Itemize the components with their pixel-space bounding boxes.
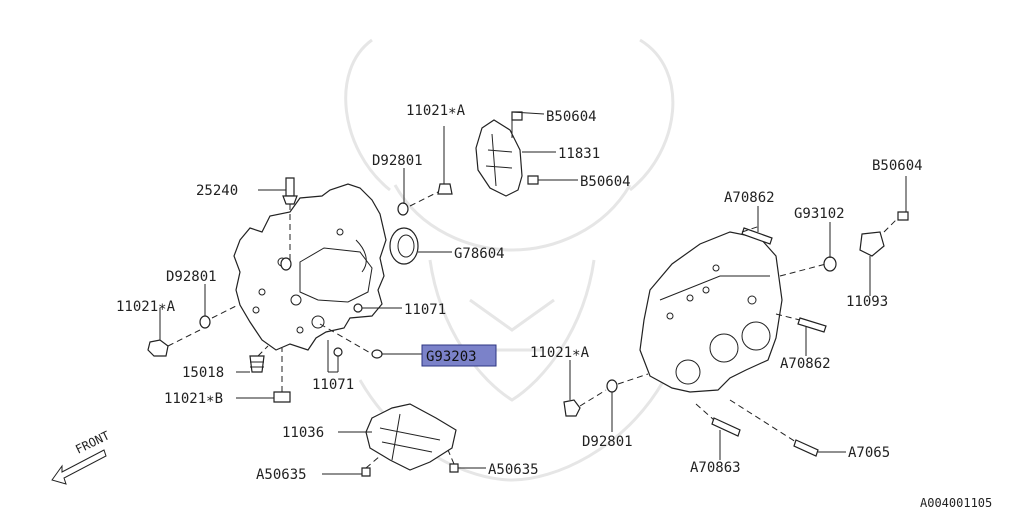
callout-25240: 25240	[196, 183, 238, 199]
highlight-box[interactable]	[421, 344, 497, 367]
callout-a70862-top: A70862	[724, 190, 775, 206]
callout-11093: 11093	[846, 294, 888, 310]
callout-11021a-left: 11021∗A	[116, 299, 176, 315]
callout-11021a-top: 11021∗A	[406, 103, 466, 119]
callout-11036: 11036	[282, 425, 324, 441]
callout-b50604-right: B50604	[872, 158, 923, 174]
callout-11071-bottom: 11071	[312, 377, 354, 393]
callout-11021a-mid: 11021∗A	[530, 345, 590, 361]
callout-g93102: G93102	[794, 206, 845, 222]
callout-a50635-right: A50635	[488, 462, 539, 478]
figure-code: A004001105	[920, 496, 992, 510]
left-small-parts	[147, 177, 453, 403]
left-engine-cover	[233, 183, 387, 351]
front-label: FRONT	[73, 428, 112, 456]
callout-b50604-mid: B50604	[580, 174, 631, 190]
leader-lines	[159, 111, 907, 475]
front-arrow-icon	[51, 449, 107, 485]
right-engine-block	[639, 231, 783, 393]
callout-11831: 11831	[558, 146, 600, 162]
callout-g78604: G78604	[454, 246, 505, 262]
right-small-parts	[563, 211, 909, 457]
callout-d92801-bottom: D92801	[582, 434, 633, 450]
callout-d92801-top: D92801	[372, 153, 423, 169]
callout-a70862-mid: A70862	[780, 356, 831, 372]
callout-11021b: 11021∗B	[164, 391, 223, 407]
callout-b50604-top: B50604	[546, 109, 597, 125]
callout-a70863: A70863	[690, 460, 741, 476]
callout-11071-right: 11071	[404, 302, 446, 318]
callout-d92801-left: D92801	[166, 269, 217, 285]
callout-a50635-left: A50635	[256, 467, 307, 483]
callout-g93203[interactable]: G93203	[426, 349, 477, 365]
oil-strainer-part	[361, 403, 459, 477]
timing-cover-plate	[475, 111, 539, 197]
oil-seal-part	[389, 227, 419, 265]
callout-a7065: A7065	[848, 445, 890, 461]
callout-15018: 15018	[182, 365, 224, 381]
